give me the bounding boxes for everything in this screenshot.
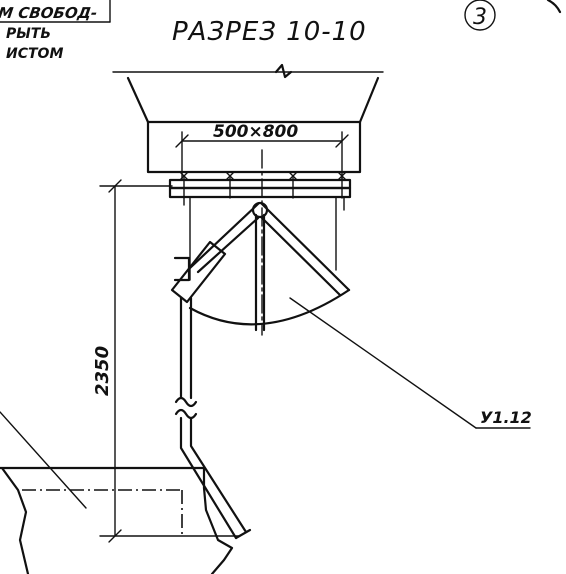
hopper-right-wall (358, 76, 380, 124)
note-block: М СВОБОД- РЫТЬ ИСТОМ (0, 0, 111, 62)
opening-tick-left (175, 134, 189, 148)
bolt-4 (337, 171, 347, 181)
base-outline (0, 466, 234, 574)
height-tick-bottom (108, 529, 122, 543)
base-structure (0, 411, 234, 574)
rod-break-bottom (174, 408, 198, 420)
rod-end (234, 528, 252, 540)
rod-lower-left (179, 416, 238, 540)
rod-lower-right (189, 416, 248, 534)
control-rod (174, 296, 252, 540)
opening-tick-right (335, 134, 349, 148)
sheet-marker: 3 (464, 0, 562, 31)
gate-right-arm (260, 202, 351, 297)
flange-assembly (168, 171, 352, 211)
callout: У1.12 (289, 297, 532, 429)
height-dimension-label: 2350 (92, 346, 113, 396)
hopper-left-wall (126, 76, 150, 124)
callout-label: У1.12 (480, 408, 532, 427)
gate-left-arm (188, 202, 260, 274)
opening-size-label: 500×800 (213, 122, 298, 142)
bolt-2 (225, 171, 235, 181)
flange-plate-top (168, 178, 352, 190)
break-mark (274, 63, 293, 79)
sheet-marker-circle (464, 0, 496, 31)
gate-center-rib (254, 213, 266, 332)
sector-gate (188, 197, 351, 332)
rod-break-top (174, 396, 198, 408)
height-tick-top (108, 179, 122, 193)
hinge-pin (251, 201, 269, 219)
sheet-marker-number: 3 (473, 5, 487, 30)
flange-plate-bottom (168, 186, 352, 199)
support-beam (146, 120, 362, 174)
note-line-2: РЫТЬ (6, 26, 51, 42)
hopper (112, 63, 384, 124)
base-leader (0, 411, 87, 509)
gate-arc (188, 288, 351, 326)
bolt-1 (179, 171, 189, 181)
note-line-1: М СВОБОД- (0, 4, 98, 22)
bolt-3 (288, 171, 298, 181)
handle-bracket (173, 256, 191, 282)
callout-leader (289, 297, 477, 429)
section-title: РАЗРЕЗ 10-10 (172, 17, 367, 47)
opening-dimension: 500×800 (175, 122, 349, 181)
sheet-marker-edge (546, 0, 562, 14)
note-line-3: ИСТОМ (6, 46, 63, 62)
